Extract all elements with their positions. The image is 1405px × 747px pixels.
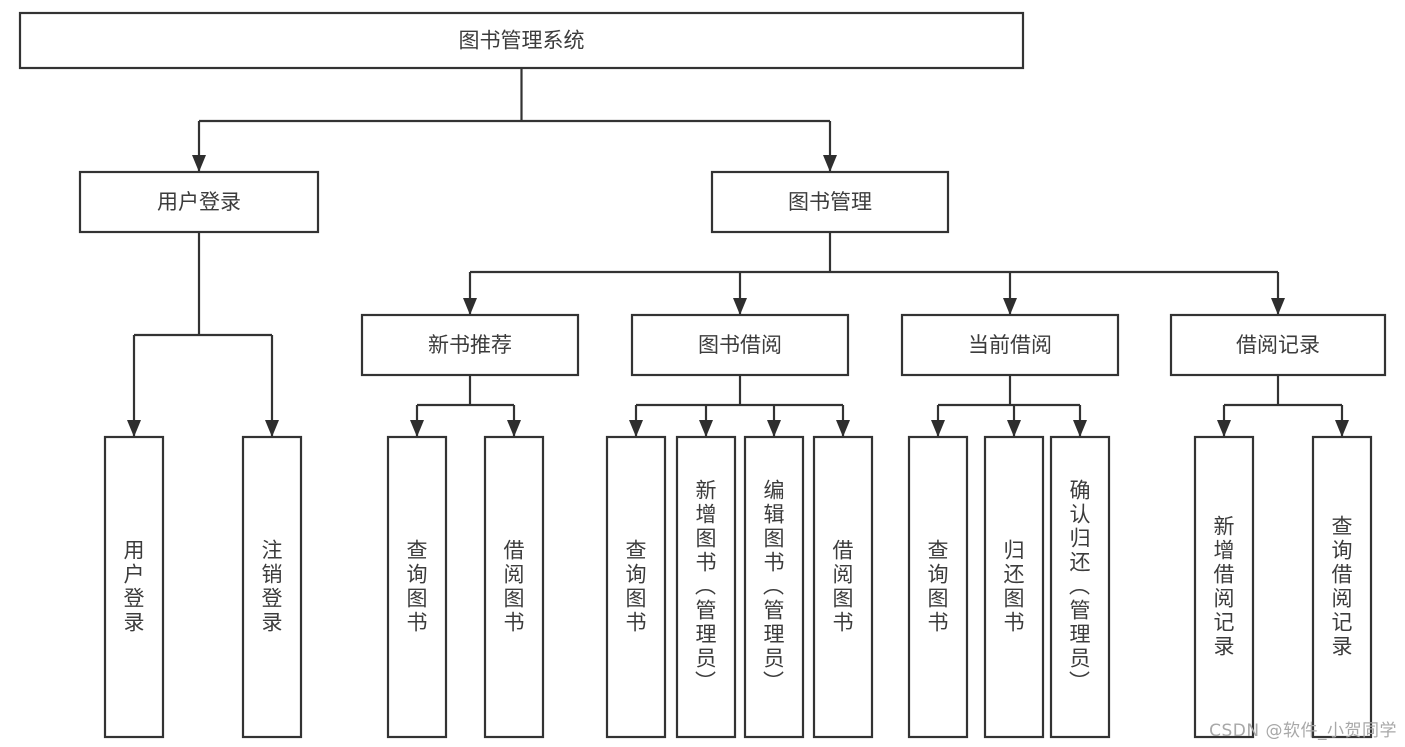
node-label-leaf-query-book-rec: 查询图书 [407,539,428,635]
node-box-leaf-query-book-borrow [605,435,667,739]
node-label-leaf-query-borrow-record: 查询借阅记录 [1332,515,1353,659]
arrow-icon-borrow-record-1 [1335,420,1349,437]
node-box-leaf-user-logout [241,435,303,739]
node-label-user-login: 用户登录 [157,190,241,214]
node-box-leaf-return-book [983,435,1045,739]
node-book-borrow[interactable]: 图书借阅 [630,313,850,377]
node-leaf-confirm-return-admin[interactable]: 确认归还（管理员） [1049,435,1111,739]
node-leaf-return-book[interactable]: 归还图书 [983,435,1045,739]
connector-layer [127,68,1349,437]
node-label-leaf-borrow-book-rec: 借阅图书 [504,539,525,635]
arrow-icon-user-login-1 [265,420,279,437]
node-label-leaf-edit-book-admin: 编辑图书（管理员） [763,479,785,695]
arrow-icon-new-book-rec-1 [507,420,521,437]
node-box-user-login [78,170,320,234]
node-box-leaf-query-book-current [907,435,969,739]
node-leaf-borrow-book-rec[interactable]: 借阅图书 [483,435,545,739]
node-leaf-edit-book-admin[interactable]: 编辑图书（管理员） [743,435,805,739]
node-box-leaf-user-login [103,435,165,739]
node-label-leaf-return-book: 归还图书 [1004,539,1025,635]
arrow-icon-user-login-0 [127,420,141,437]
arrow-icon-current-borrow-0 [931,420,945,437]
arrow-icon-current-borrow-1 [1007,420,1021,437]
node-label-root: 图书管理系统 [459,29,585,53]
arrow-icon-book-manage-1 [733,298,747,315]
node-label-book-manage: 图书管理 [788,190,872,214]
node-label-leaf-confirm-return-admin: 确认归还（管理员） [1069,479,1091,695]
node-leaf-user-logout[interactable]: 注销登录 [241,435,303,739]
arrow-icon-book-manage-3 [1271,298,1285,315]
arrow-icon-book-borrow-1 [699,420,713,437]
node-label-leaf-add-book-admin: 新增图书（管理员） [695,479,717,695]
node-box-root [18,11,1025,70]
node-label-new-book-rec: 新书推荐 [428,333,512,357]
node-book-manage[interactable]: 图书管理 [710,170,950,234]
node-new-book-rec[interactable]: 新书推荐 [360,313,580,377]
arrow-icon-book-manage-2 [1003,298,1017,315]
node-current-borrow[interactable]: 当前借阅 [900,313,1120,377]
node-leaf-query-borrow-record[interactable]: 查询借阅记录 [1311,435,1373,739]
node-label-leaf-user-login: 用户登录 [124,539,145,635]
node-leaf-add-borrow-record[interactable]: 新增借阅记录 [1193,435,1255,739]
node-leaf-user-login[interactable]: 用户登录 [103,435,165,739]
node-box-leaf-borrow-book [812,435,874,739]
node-leaf-query-book-borrow[interactable]: 查询图书 [605,435,667,739]
node-box-leaf-query-book-rec [386,435,448,739]
node-label-book-borrow: 图书借阅 [698,333,782,357]
node-layer: 用户登录图书管理新书推荐图书借阅当前借阅借阅记录用户登录注销登录查询图书借阅图书… [18,11,1387,739]
arrow-icon-new-book-rec-0 [410,420,424,437]
node-leaf-query-book-current[interactable]: 查询图书 [907,435,969,739]
node-box-leaf-borrow-book-rec [483,435,545,739]
node-box-current-borrow [900,313,1120,377]
node-label-leaf-borrow-book: 借阅图书 [833,539,854,635]
node-leaf-borrow-book[interactable]: 借阅图书 [812,435,874,739]
arrow-icon-book-borrow-3 [836,420,850,437]
node-label-borrow-record: 借阅记录 [1236,333,1320,357]
node-box-borrow-record [1169,313,1387,377]
node-label-leaf-user-logout: 注销登录 [262,539,283,635]
arrow-icon-book-borrow-2 [767,420,781,437]
node-label-leaf-query-book-borrow: 查询图书 [626,539,647,635]
arrow-icon-book-manage-0 [463,298,477,315]
node-box-leaf-edit-book-admin [743,435,805,739]
node-box-leaf-add-borrow-record [1193,435,1255,739]
node-leaf-add-book-admin[interactable]: 新增图书（管理员） [675,435,737,739]
node-user-login[interactable]: 用户登录 [78,170,320,234]
arrow-icon-borrow-record-0 [1217,420,1231,437]
arrow-icon-root-1 [823,155,837,172]
arrow-icon-root-0 [192,155,206,172]
node-label-current-borrow: 当前借阅 [968,333,1052,357]
node-box-book-manage [710,170,950,234]
node-borrow-record[interactable]: 借阅记录 [1169,313,1387,377]
node-box-book-borrow [630,313,850,377]
node-box-leaf-confirm-return-admin [1049,435,1111,739]
arrow-icon-book-borrow-0 [629,420,643,437]
node-box-new-book-rec [360,313,580,377]
node-label-leaf-query-book-current: 查询图书 [928,539,949,635]
node-box-leaf-add-book-admin [675,435,737,739]
arrow-icon-current-borrow-2 [1073,420,1087,437]
node-root[interactable]: 图书管理系统 [18,11,1025,70]
node-leaf-query-book-rec[interactable]: 查询图书 [386,435,448,739]
node-box-leaf-query-borrow-record [1311,435,1373,739]
node-label-leaf-add-borrow-record: 新增借阅记录 [1214,515,1235,659]
